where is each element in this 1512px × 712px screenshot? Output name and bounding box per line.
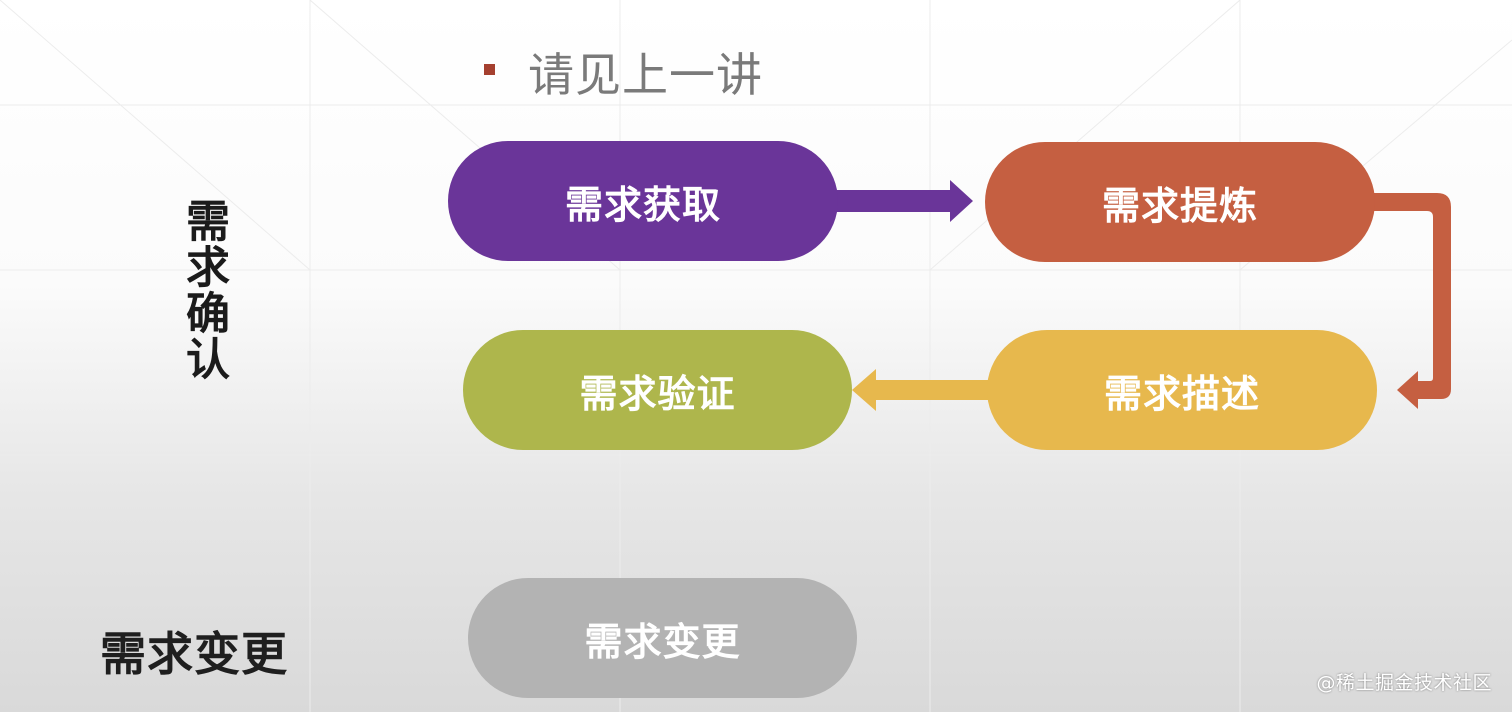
arrow-describe-to-verify	[852, 369, 988, 411]
arrow-acquire-to-refine	[836, 180, 973, 222]
node-label: 需求获取	[564, 182, 721, 227]
bullet-text: 请见上一讲	[528, 48, 763, 102]
watermark: @稀土掘金技术社区	[1316, 672, 1492, 694]
node-requirements-verify: 需求验证	[463, 330, 852, 450]
node-requirements-acquire: 需求获取	[448, 141, 838, 261]
arrow-refine-to-describe	[1374, 193, 1451, 409]
node-label: 需求提炼	[1101, 183, 1258, 228]
bullet-row: 请见上一讲	[484, 40, 763, 104]
node-label: 需求描述	[1103, 371, 1260, 416]
node-requirements-describe: 需求描述	[987, 330, 1377, 450]
node-requirements-refine: 需求提炼	[985, 142, 1375, 262]
node-label: 需求验证	[579, 371, 736, 416]
side-label-requirements-change: 需求变更	[100, 627, 288, 681]
node-label: 需求变更	[584, 619, 741, 664]
node-requirements-change: 需求变更	[468, 578, 857, 698]
bullet-square-icon	[484, 63, 495, 75]
side-label-requirements-confirm: 需求确认	[178, 198, 229, 382]
